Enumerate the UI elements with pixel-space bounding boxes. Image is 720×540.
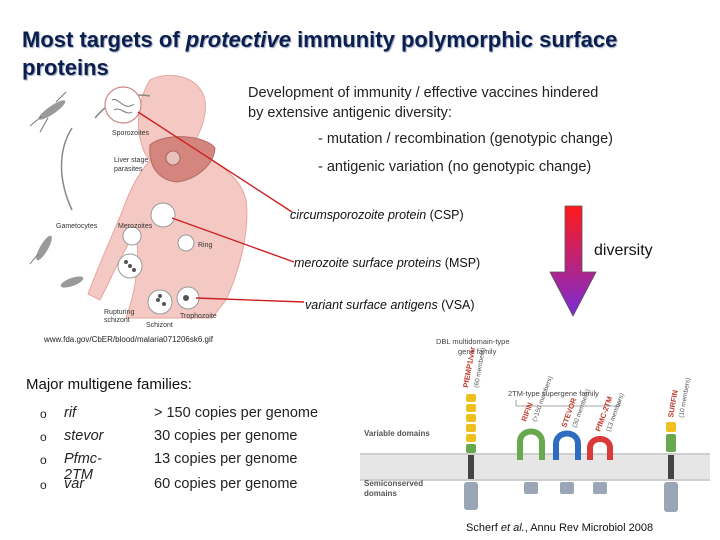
- bullet-variation: - antigenic variation (no genotypic chan…: [318, 159, 592, 175]
- dbl-label-1: DBL multidomain-type: [436, 337, 510, 346]
- intro-line-1: Development of immunity / effective vacc…: [248, 85, 599, 101]
- family-name: Pfmc-2TM: [64, 451, 102, 483]
- family-name: stevor: [64, 428, 104, 444]
- pointer-line-vsa: [195, 297, 305, 303]
- pfemp1-protein: [464, 394, 478, 510]
- rifin-count: (>150 members): [531, 375, 554, 422]
- bullet-marker: o: [40, 430, 47, 444]
- title-part1: Most targets of: [22, 27, 186, 52]
- liver-parasite-inset: [165, 150, 181, 166]
- label-gametocytes: Gametocytes: [56, 223, 98, 230]
- label-liver-stage-1: Liver stage: [114, 157, 148, 164]
- stevor-protein: [553, 430, 581, 494]
- ring-cell: [177, 234, 195, 252]
- merozoite-cell: [150, 202, 176, 228]
- semiconserved-label-1: Semiconserved: [364, 479, 423, 488]
- pointer-line-msp: [171, 217, 295, 263]
- figure-source-url: www.fda.gov/CbER/blood/malaria071206sk6.…: [44, 335, 213, 344]
- surfin-protein: [664, 422, 678, 512]
- cycle-arrow-left: [60, 127, 73, 211]
- surfin-count: (10 members): [678, 377, 692, 418]
- lifecycle-figure: Sporozoites Liver stage parasites Gameto…: [29, 74, 597, 329]
- label-rupturing-1: Rupturing: [104, 309, 134, 316]
- pointer-line-csp: [137, 111, 293, 213]
- dbl-label-2: gene family: [458, 347, 497, 356]
- mosquito-icon-bottom-2: [60, 276, 84, 288]
- liver-shape: [149, 136, 216, 183]
- label-ring: Ring: [198, 242, 213, 249]
- diversity-arrow: [549, 205, 597, 317]
- intro-text: Development of immunity / effective vacc…: [248, 83, 668, 123]
- label-msp: merozoite surface proteins (MSP): [294, 256, 481, 270]
- family-count: 13 copies per genome: [154, 451, 298, 467]
- label-merozoites: Merozoites: [118, 223, 153, 230]
- title-emphasis: protective: [185, 27, 291, 52]
- tm-label: 2TM-type supergene family: [508, 389, 599, 398]
- label-csp: circumsporozoite protein (CSP): [290, 208, 464, 222]
- label-schizont: Schizont: [146, 322, 173, 329]
- mosquito-icon-bottom: [29, 235, 52, 265]
- family-count: > 150 copies per genome: [154, 405, 319, 421]
- families-heading: Major multigene families:: [26, 376, 192, 393]
- mosquito-icon-top: [29, 91, 67, 133]
- pfmc-2tm-protein: [587, 436, 613, 494]
- bullet-marker: o: [40, 407, 47, 421]
- slide-title: Most targets of protective immunity poly…: [22, 26, 702, 82]
- diversity-label: diversity: [594, 242, 653, 259]
- label-trophozoite: Trophozoite: [180, 313, 217, 320]
- gametocyte-cell: [122, 226, 142, 246]
- title-part2: immunity polymorphic surface proteins: [22, 27, 618, 80]
- family-count: 30 copies per genome: [154, 428, 298, 444]
- label-vsa: variant surface antigens (VSA): [305, 298, 475, 312]
- bullet-marker: o: [40, 478, 47, 492]
- family-name: rif: [64, 405, 77, 421]
- bullet-marker: o: [40, 453, 47, 467]
- citation: Scherf et al., Annu Rev Microbiol 2008: [466, 522, 654, 534]
- bullet-mutation: - mutation / recombination (genotypic ch…: [318, 131, 613, 147]
- semiconserved-label-2: domains: [364, 489, 397, 498]
- label-rupturing-2: schizont: [104, 317, 130, 324]
- family-name: var: [64, 476, 85, 492]
- intro-line-2: by extensive antigenic diversity:: [248, 105, 452, 121]
- schizont-cell: [147, 289, 173, 315]
- rifin-protein: [517, 428, 545, 494]
- membrane-band: [360, 454, 710, 480]
- label-sporozoites: Sporozoites: [112, 130, 149, 137]
- variable-domains-label: Variable domains: [364, 429, 430, 438]
- family-count: 60 copies per genome: [154, 476, 298, 492]
- domain-figure: Variable domains Semiconserved domains D…: [360, 337, 710, 512]
- label-liver-stage-2: parasites: [114, 166, 143, 173]
